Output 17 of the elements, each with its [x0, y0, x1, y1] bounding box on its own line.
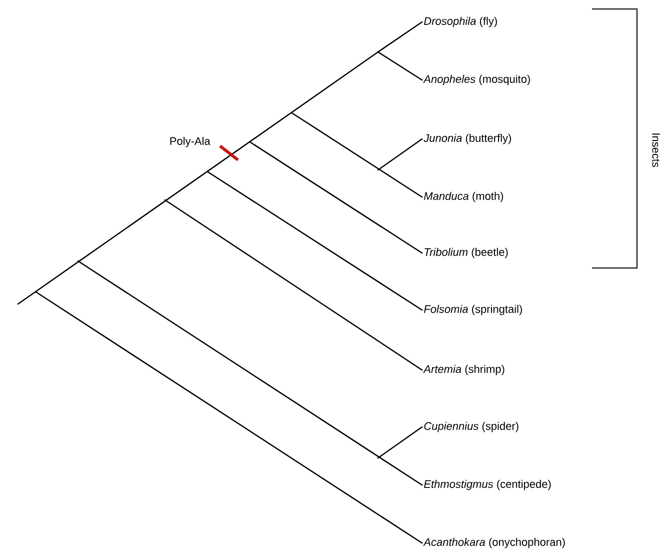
- taxon-label: Acanthokara (onychophoran): [423, 538, 565, 548]
- branch-line: [77, 260, 423, 486]
- taxon-label: Folsomia (springtail): [424, 304, 522, 316]
- group-label: Insects: [652, 134, 660, 168]
- taxon-label: Cupiennius (spider): [424, 422, 518, 432]
- branch-line: [377, 138, 423, 171]
- taxon-label: Drosophila (fly): [424, 16, 497, 28]
- taxon-label: Ethmostigmus (centipede): [424, 480, 551, 490]
- taxon-label: Manduca (moth): [424, 192, 504, 202]
- taxon-label: Tribolium (beetle): [424, 248, 508, 258]
- branch-line: [377, 51, 423, 81]
- branch-line: [377, 21, 423, 53]
- taxon-label: Artemia (shrimp): [423, 364, 504, 376]
- taxon-label: Anopheles (mosquito): [423, 74, 530, 86]
- branch-line: [377, 426, 423, 459]
- branch-line: [35, 291, 423, 544]
- taxon-label: Junonia (butterfly): [424, 134, 511, 144]
